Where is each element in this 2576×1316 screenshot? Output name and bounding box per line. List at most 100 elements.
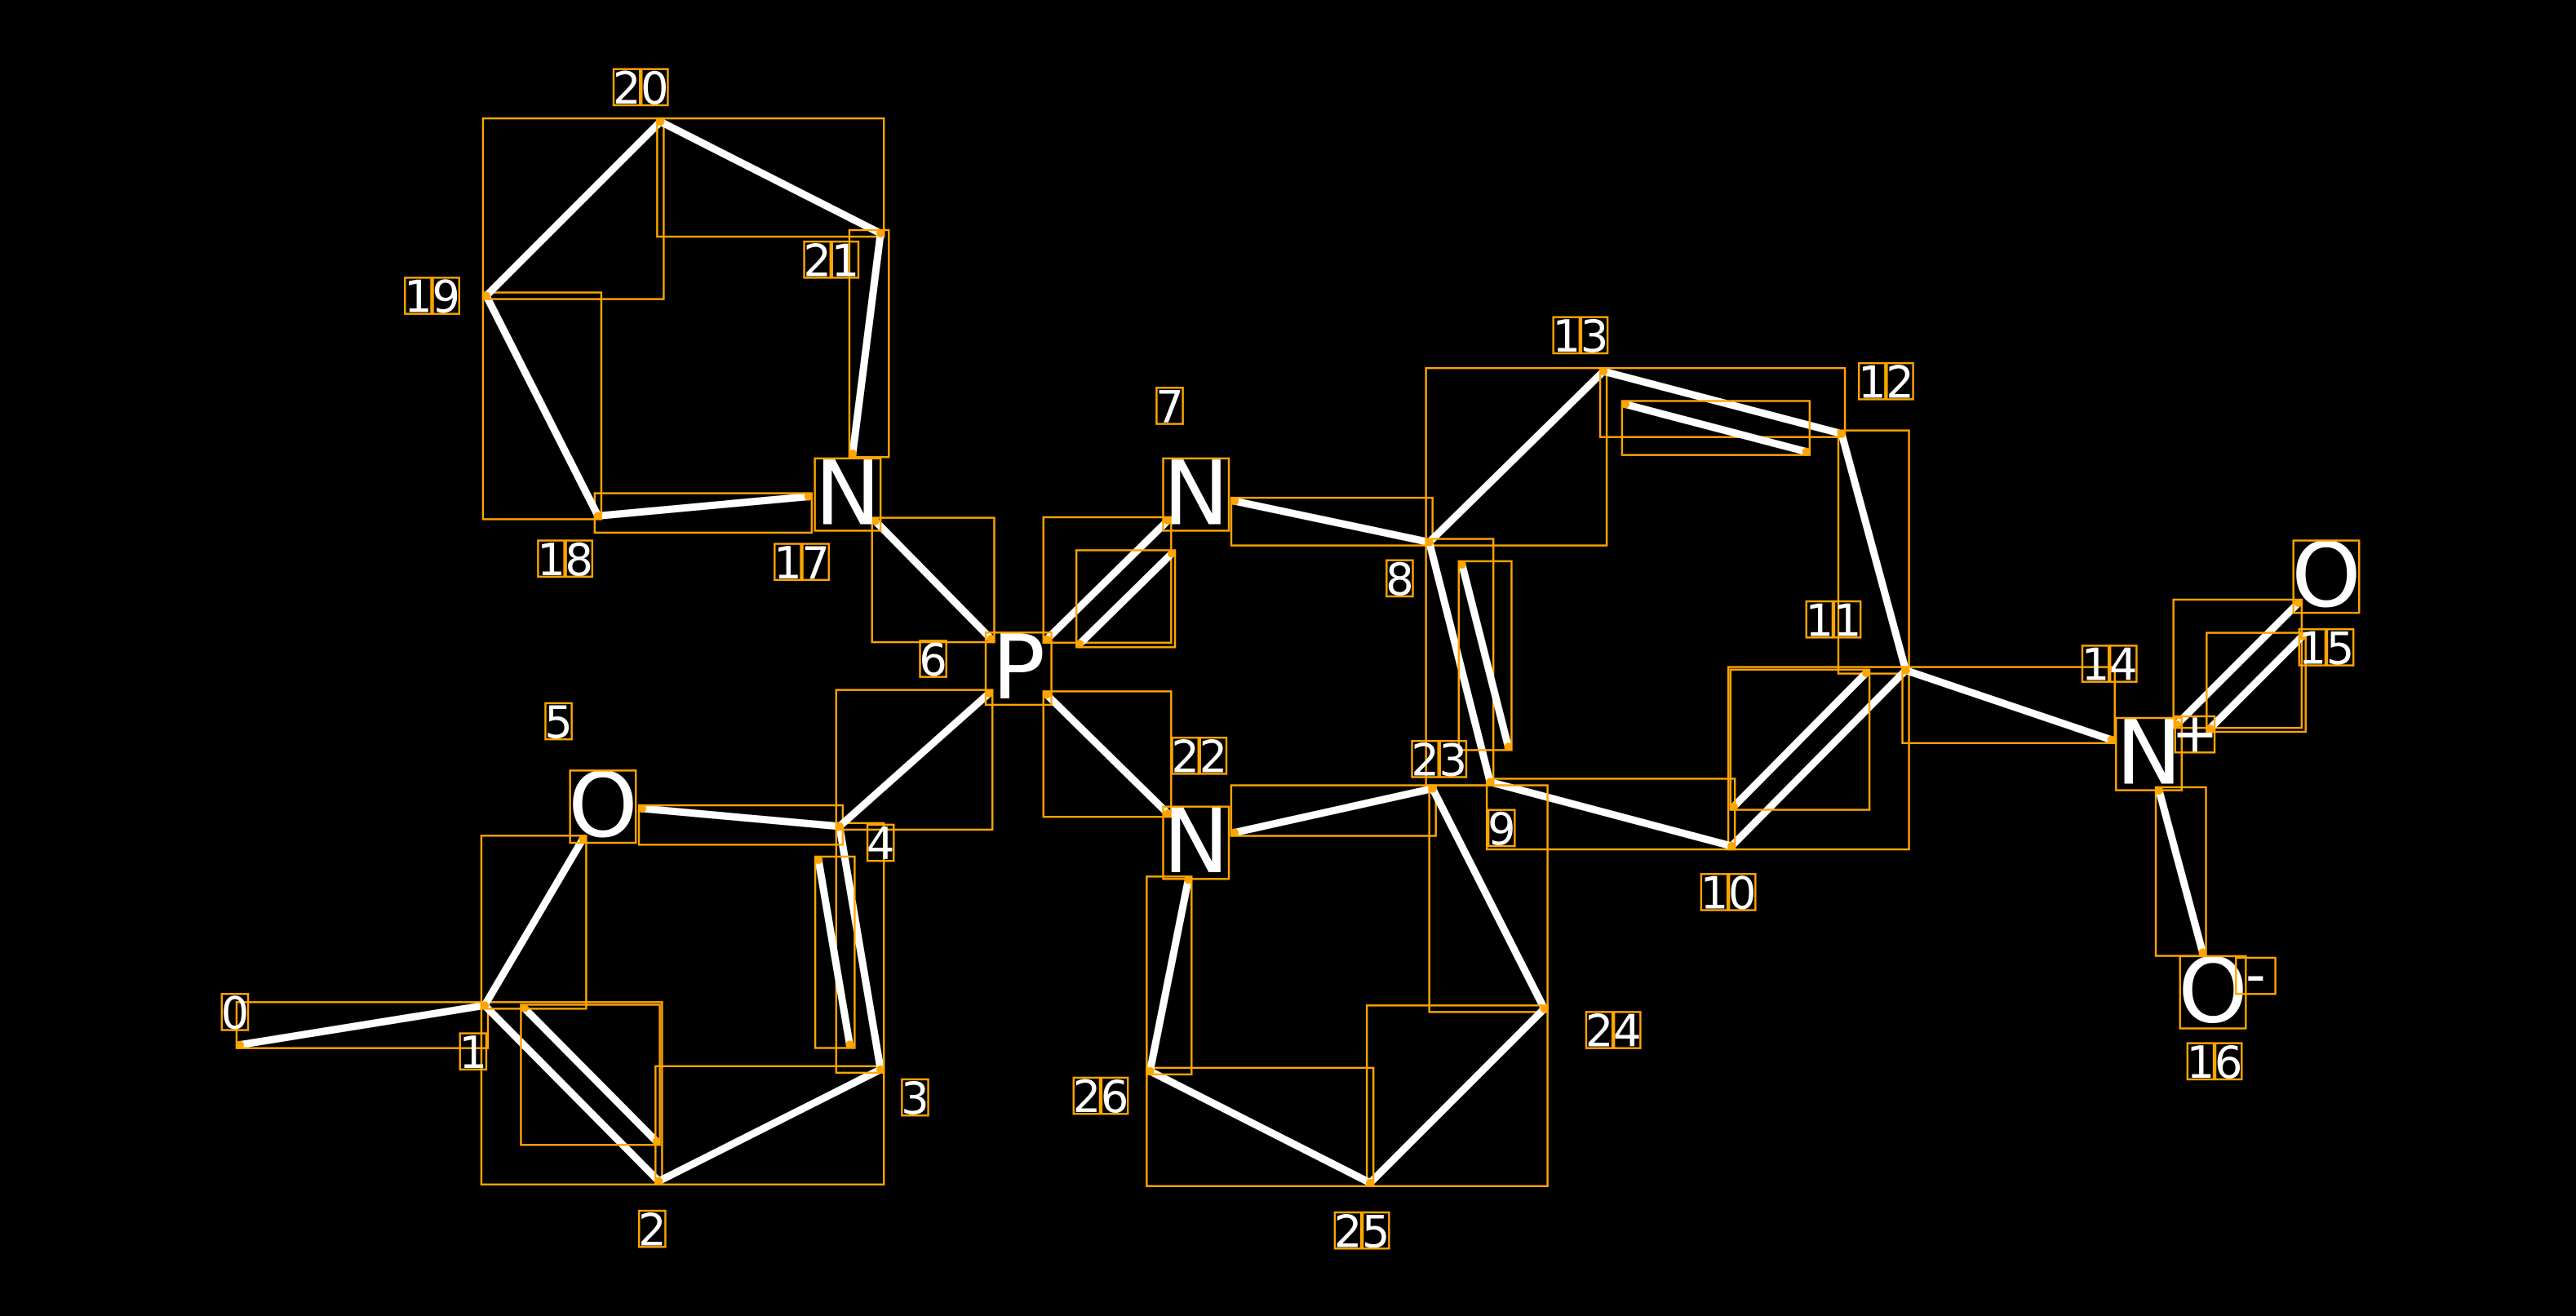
index-digit-box: [641, 68, 669, 107]
index-digit-box: [1386, 559, 1414, 598]
bond-bounding-box: [1365, 1004, 1549, 1188]
bond-bounding-box: [1485, 778, 1736, 851]
bond-endpoint: [1042, 635, 1051, 644]
index-digit-box: [544, 702, 573, 741]
bond-endpoint: [1837, 429, 1847, 438]
atom-index-label: 3: [1439, 734, 1468, 786]
bond-bounding-box: [481, 117, 665, 300]
atom-index-label: 1: [1806, 595, 1834, 646]
bond-14-16: [2155, 786, 2207, 957]
bond-endpoint: [2107, 735, 2116, 744]
atom-symbol-box: [2179, 955, 2247, 1030]
bond-bounding-box: [1729, 668, 1871, 811]
bond-endpoint: [804, 492, 813, 501]
index-digit-box: [1886, 361, 1914, 401]
bond-24-25: [1366, 1004, 1549, 1187]
index-digit-box: [774, 543, 802, 582]
bond-bounding-box: [656, 117, 885, 238]
index-digit-box: [901, 1078, 929, 1117]
bond-bounding-box: [1425, 366, 1608, 547]
atom-index-label: 5: [1362, 1206, 1390, 1257]
atom-index-label: 1: [537, 534, 565, 586]
index-digit-box: [432, 277, 460, 315]
index-digit-box: [919, 640, 947, 678]
atom-index-label: 4: [867, 818, 895, 870]
bond-bounding-box: [814, 855, 856, 1049]
atom-index-label: 4: [2109, 640, 2138, 691]
bond-endpoint: [814, 855, 823, 865]
atom-index-label: 2: [803, 235, 831, 286]
bond-5-1: [481, 835, 587, 1009]
atom-symbol-box: [569, 769, 637, 844]
atom-index-label: 1: [2187, 1037, 2215, 1088]
bond-endpoint: [1727, 842, 1736, 851]
charge-box: [2174, 715, 2216, 754]
index-digit-box: [220, 993, 250, 1031]
bond-25-26: [1146, 1067, 1374, 1187]
bond-23-24: [1429, 785, 1549, 1012]
atom-index-label: 2: [1334, 1206, 1363, 1257]
index-digit-box: [1439, 739, 1468, 778]
bond-18-19: [482, 292, 602, 520]
index-digit-box: [2108, 645, 2138, 683]
index-digit-box: [638, 1209, 667, 1248]
atom-index-label: 2: [1073, 1071, 1102, 1123]
bond-bounding-box: [1075, 549, 1177, 649]
atom-symbol-box: [814, 457, 882, 532]
bond-bounding-box: [1837, 429, 1910, 675]
bond-endpoint: [876, 229, 885, 238]
atom-index-label: 6: [1101, 1071, 1129, 1123]
bond-endpoint: [1802, 447, 1811, 456]
atom-index-label: 1: [2082, 640, 2110, 691]
bond-bounding-box: [1146, 875, 1193, 1076]
bond-endpoint: [1230, 828, 1239, 837]
bond-endpoint: [835, 822, 844, 831]
bond-13-12: [1599, 367, 1846, 438]
bond-bounding-box: [1230, 496, 1434, 547]
index-digit-box: [1727, 873, 1757, 911]
bond-endpoint: [845, 1040, 854, 1049]
atom-index-label: 3: [901, 1073, 929, 1124]
bond-bounding-box: [835, 689, 994, 831]
bond-3-4-second-line: [814, 856, 853, 1048]
atom-index-label: 7: [801, 538, 830, 589]
bond-endpoint: [2294, 598, 2303, 608]
bond-bounding-box: [654, 1065, 885, 1186]
index-digit-box: [1552, 316, 1581, 355]
charge-box: [2235, 956, 2277, 995]
atom-index-label: 1: [1700, 868, 1729, 919]
bond-endpoint: [1366, 1178, 1375, 1187]
index-digit-box: [1833, 600, 1862, 639]
bond-endpoint: [1164, 809, 1173, 818]
bond-9-8-second-line: [1458, 561, 1512, 751]
atom-index-label: 3: [1581, 311, 1609, 362]
bond-endpoint: [1540, 1004, 1549, 1013]
atom-index-label: 2: [638, 1204, 667, 1256]
atom-index-label: 7: [1155, 382, 1184, 433]
index-digit-box: [2186, 1042, 2215, 1081]
bond-11-10: [1727, 667, 1910, 850]
bond-endpoint: [1164, 516, 1173, 525]
index-digit-box: [2298, 628, 2327, 667]
bond-endpoint: [1621, 400, 1629, 409]
index-digit-box: [1072, 1076, 1102, 1115]
index-digit-box: [1155, 387, 1184, 425]
bond-bounding-box: [1727, 666, 1910, 851]
index-digit-box: [1100, 1076, 1129, 1115]
index-digit-box: [801, 543, 830, 582]
charge-minus: -: [2246, 942, 2266, 1008]
bond-endpoint: [1425, 538, 1434, 547]
bond-endpoint: [1599, 367, 1608, 376]
atom-index-label: 2: [1886, 357, 1914, 408]
bond-endpoint: [1504, 742, 1513, 751]
index-digit-box: [1411, 739, 1439, 778]
atom-index-label: 1: [831, 235, 860, 286]
index-digit-box: [1199, 736, 1228, 775]
bond-endpoint: [1901, 666, 1910, 675]
index-digit-box: [1361, 1211, 1390, 1250]
bond-endpoint: [1729, 802, 1738, 811]
atom-index-label: 9: [1488, 804, 1516, 855]
index-digit-box: [1333, 1211, 1363, 1250]
bond-19-20: [482, 117, 664, 300]
